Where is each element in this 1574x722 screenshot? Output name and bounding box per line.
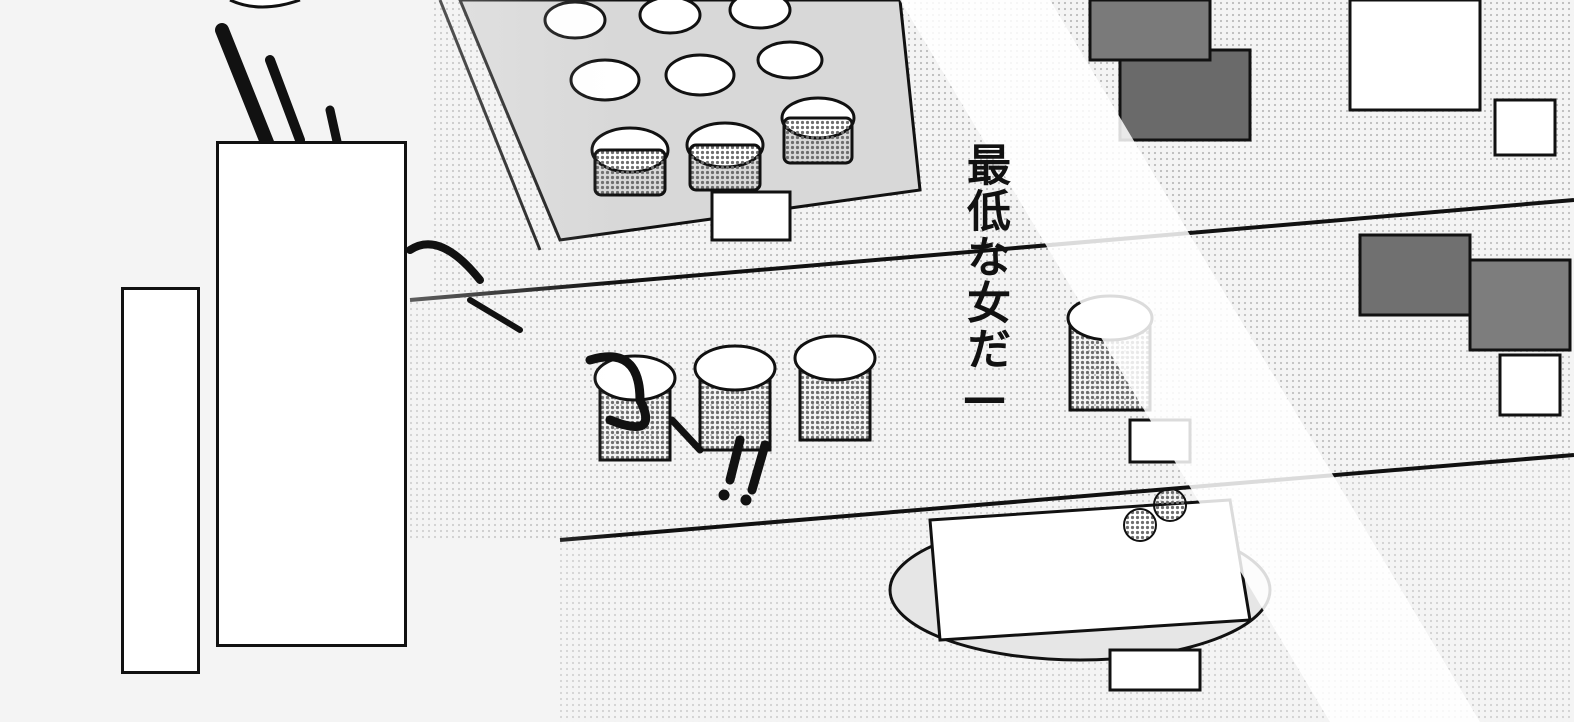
sound-effect-lettering — [215, 23, 770, 506]
round-strawberry-cake — [888, 488, 1272, 692]
speech-bubble-edge — [229, 0, 301, 9]
chocolate-cakes — [1088, 0, 1572, 352]
speech-box-tall — [216, 141, 407, 647]
shelf-edge — [559, 453, 1574, 542]
speech-box-narrow — [121, 287, 200, 674]
light-beam — [900, 0, 1480, 722]
vertical-caption: 最低な女だ— — [959, 142, 1010, 425]
